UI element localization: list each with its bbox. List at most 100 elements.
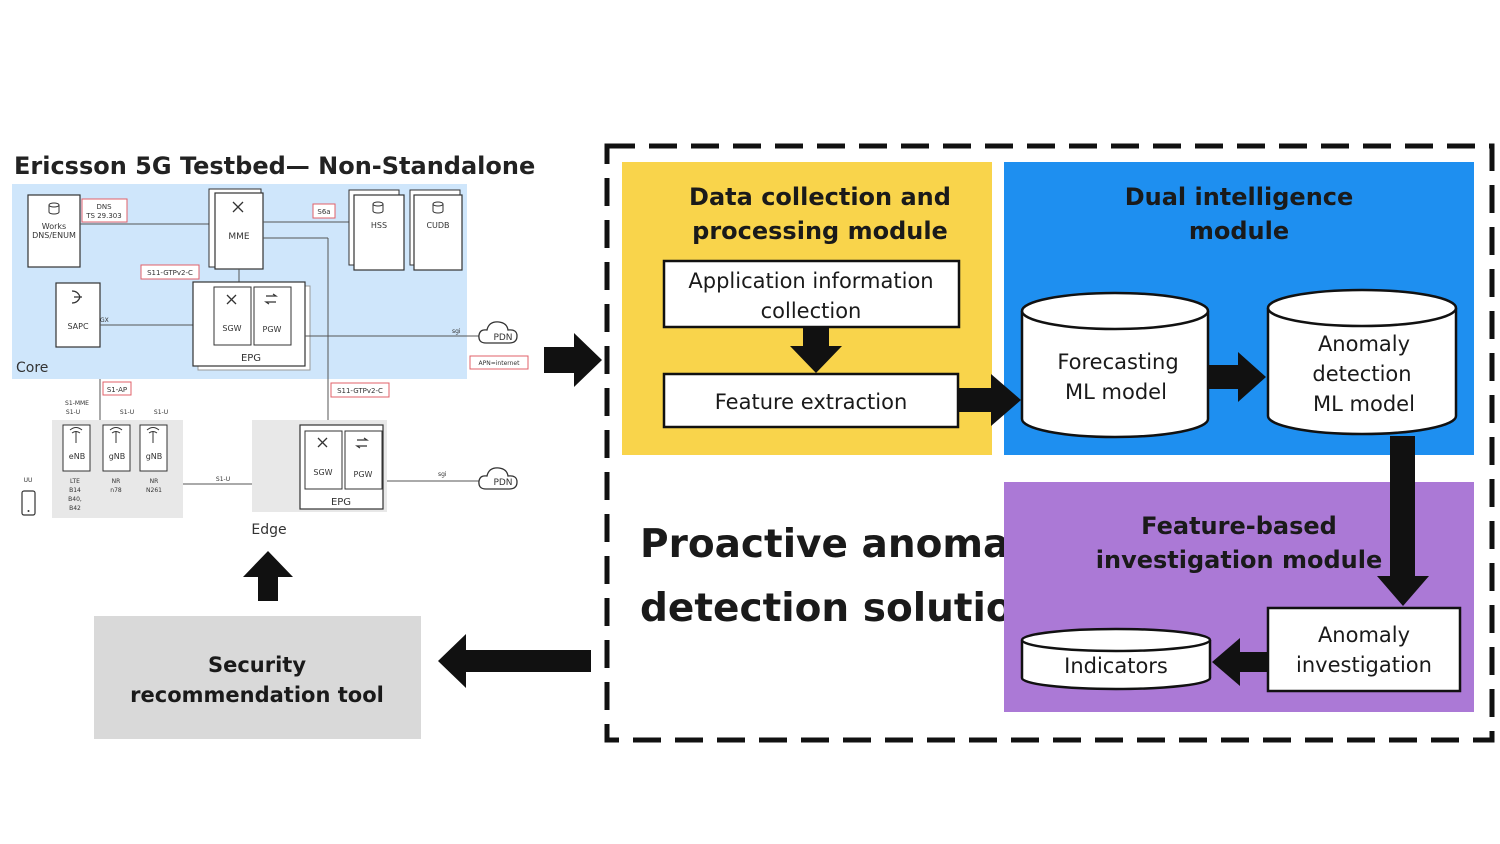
works-sub-label: DNS/ENUM [32, 231, 76, 240]
sgw-core-box [213, 286, 252, 346]
app-info-line2: collection [761, 299, 862, 323]
lte-band-1: LTE [70, 478, 80, 485]
exchange-icon [355, 437, 369, 449]
anomaly-detection-line3: ML model [1313, 392, 1415, 416]
s1u-gnb2-label: S1-U [154, 409, 168, 416]
hss-box [353, 194, 405, 271]
dual-intelligence-title-2: module [1189, 217, 1289, 245]
apn-label: APN=internet [479, 360, 521, 367]
anomaly-investigation-line1: Anomaly [1318, 623, 1410, 647]
apn-tag [469, 355, 529, 370]
policy-icon [71, 290, 82, 304]
dual-intelligence-title-1: Dual intelligence [1125, 183, 1354, 211]
feature-extraction-label: Feature extraction [715, 390, 908, 414]
mme-label: MME [228, 232, 250, 242]
up-arrow [243, 551, 293, 601]
hss-label: HSS [371, 221, 387, 230]
solution-frame [604, 143, 1495, 743]
forecasting-line2: ML model [1065, 380, 1167, 404]
solution-line2: detection solution [640, 586, 1040, 631]
uu-label: UU [24, 477, 33, 484]
security-tool-box [94, 616, 421, 739]
core-label: Core [16, 360, 48, 376]
s11-core-label: S11-GTPv2-C [147, 269, 193, 277]
gnb2-label: gNB [146, 452, 163, 461]
cudb-box [413, 194, 463, 271]
left-arrow [438, 634, 591, 688]
cloud-icon [478, 321, 518, 344]
anomaly-investigation-line2: investigation [1296, 653, 1432, 677]
feature-based-title-2: investigation module [1096, 546, 1383, 574]
data-collection-title-1: Data collection and [689, 183, 951, 211]
lte-band-4: B42 [69, 505, 81, 512]
router-icon [226, 294, 237, 305]
left-arrow-investigation-to-indicators [1212, 638, 1268, 686]
sapc-label: SAPC [67, 322, 89, 331]
database-icon [432, 201, 444, 214]
s6a-label: S6a [317, 208, 330, 216]
s6a-tag [312, 203, 336, 219]
feature-based-title-1: Feature-based [1141, 512, 1337, 540]
data-collection-title-2: processing module [692, 217, 948, 245]
s1u-gnb-label: S1-U [120, 409, 134, 416]
sgi-edge-label: sgi [438, 471, 447, 478]
mme-box [214, 192, 264, 270]
s1u-enb-label: S1-U [66, 409, 80, 416]
nr261-line2: N261 [146, 487, 162, 494]
dns-tag-line2: TS 29.303 [85, 212, 121, 220]
antenna-icon [109, 427, 123, 443]
anomaly-detection-line2: detection [1312, 362, 1411, 386]
right-arrow [544, 333, 602, 387]
right-arrow-feature-to-forecast [958, 374, 1021, 426]
right-arrow-forecast-to-anomaly [1208, 352, 1266, 402]
sgi-core-label: sgi [452, 328, 461, 335]
s1u-link-label: S1-U [216, 476, 230, 483]
gnb-label: gNB [109, 452, 126, 461]
pgw-core-box [253, 286, 292, 346]
indicators-cylinder [1020, 627, 1212, 691]
solution-line1: Proactive anomaly [640, 522, 1048, 567]
security-tool-line1: Security [208, 653, 306, 677]
router-icon [317, 437, 328, 448]
sgw-edge-label: SGW [313, 468, 332, 477]
pgw-edge-label: PGW [354, 470, 373, 479]
pgw-edge-box [344, 430, 383, 490]
pgw-core-label: PGW [263, 325, 282, 334]
nr78-line2: n78 [110, 487, 122, 494]
s11-edge-tag [330, 382, 390, 398]
enb-label: eNB [69, 452, 85, 461]
router-icon [232, 201, 244, 213]
sgw-edge-box [304, 430, 343, 490]
database-icon [48, 202, 60, 215]
nr78-line1: NR [112, 478, 121, 485]
lte-band-3: B40, [68, 496, 82, 503]
cloud-icon [478, 467, 518, 490]
phone-icon [21, 490, 36, 516]
s11-edge-label: S11-GTPv2-C [337, 387, 383, 395]
antenna-icon [146, 427, 160, 443]
enb-box [62, 424, 91, 472]
nr261-line1: NR [150, 478, 159, 485]
dns-tag [81, 198, 128, 223]
s11-core-tag [140, 264, 200, 280]
edge-label: Edge [251, 522, 286, 538]
pdn-core-label: PDN [493, 333, 512, 343]
anomaly-detection-line1: Anomaly [1318, 332, 1410, 356]
forecasting-line1: Forecasting [1057, 350, 1178, 374]
dns-tag-line1: DNS [96, 203, 112, 211]
works-label: Works [42, 222, 66, 231]
cudb-label: CUDB [426, 221, 449, 230]
security-tool-line2: recommendation tool [130, 683, 384, 707]
lte-band-2: B14 [69, 487, 81, 494]
down-arrow-anomaly-to-investigation [1377, 436, 1429, 606]
s1ap-tag [102, 381, 132, 396]
testbed-title: Ericsson 5G Testbed— Non-Standalone [14, 152, 535, 180]
s1mme-label: S1-MME [65, 400, 89, 407]
gx-label: GX [100, 317, 109, 324]
sgw-core-label: SGW [222, 324, 241, 333]
indicators-label: Indicators [1064, 654, 1168, 678]
app-info-line1: Application information [688, 269, 933, 293]
exchange-icon [264, 293, 278, 305]
down-arrow-app-to-feature [790, 327, 842, 373]
